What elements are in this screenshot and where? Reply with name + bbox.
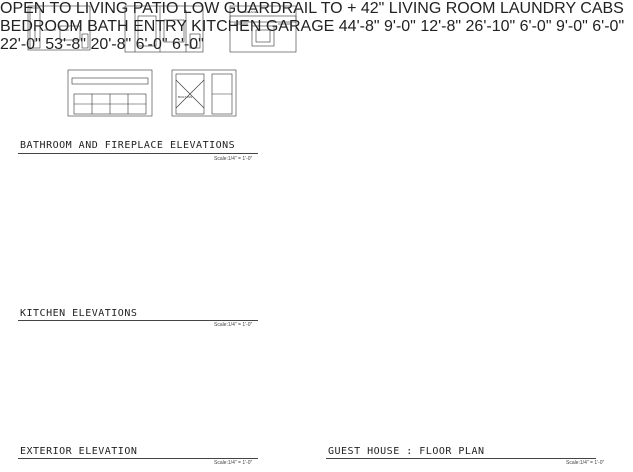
title-rule-bath [18,153,258,154]
dim-right-a: 6'-0" [135,36,168,53]
patio-note: LOW GUARDRAIL TO + 42" [182,0,385,17]
title-exterior: EXTERIOR ELEVATION [20,446,138,457]
dim-bottom-total: 22'-0" [0,36,41,53]
bath-elevation-2 [124,5,204,53]
scale-kitchen: Scale:1/4" = 1'-0" [214,322,253,328]
fireplace-label: FIREPLACE [240,10,257,14]
kitchen-open-label: OPEN TO LIVING [0,0,129,17]
dim-right-b: 6'-0" [171,36,204,53]
room-bath: BATH [87,18,129,35]
dim-top-left: 9'-0" [384,18,416,35]
title-rule-exterior [18,458,258,459]
window-label: BUILT-INS [178,95,192,99]
title-rule-kitchen [18,320,258,321]
scale-exterior: Scale:1/4" = 1'-0" [214,460,253,466]
fireplace-elevation: FIREPLACE [229,5,297,53]
bath-elevation-1 [27,5,91,51]
title-rule-floor [326,458,596,459]
title-bath-fireplace: BATHROOM AND FIREPLACE ELEVATIONS [20,140,236,151]
scale-bath-fireplace: Scale:1/4" = 1'-0" [214,156,253,162]
room-patio: PATIO [132,0,179,17]
room-cabs: CABS [580,0,624,17]
dim-bottom-b: 9'-0" [555,18,588,35]
scale-floor-plan: Scale:1/4" = 1'-0" [566,460,605,466]
title-kitchen: KITCHEN ELEVATIONS [20,308,138,319]
dim-bottom-a: 6'-0" [519,18,552,35]
dim-top-overall: 44'-8" [338,18,380,35]
dim-top-right: 12'-8" [420,18,462,35]
room-living-room: LIVING ROOM [388,0,496,17]
bath-elevation-3 [67,69,153,117]
dim-bottom-c: 6'-0" [592,18,625,35]
shower-elevation [171,69,237,117]
dim-left-lower: 20'-8" [90,36,132,53]
room-bedroom: BEDROOM [0,18,83,35]
title-floor-plan: GUEST HOUSE : FLOOR PLAN [328,446,485,457]
room-laundry: LAUNDRY [499,0,576,17]
dim-mid: 26'-10" [465,18,516,35]
bath-elev-1-tag: ▪▪▪ [66,28,69,32]
